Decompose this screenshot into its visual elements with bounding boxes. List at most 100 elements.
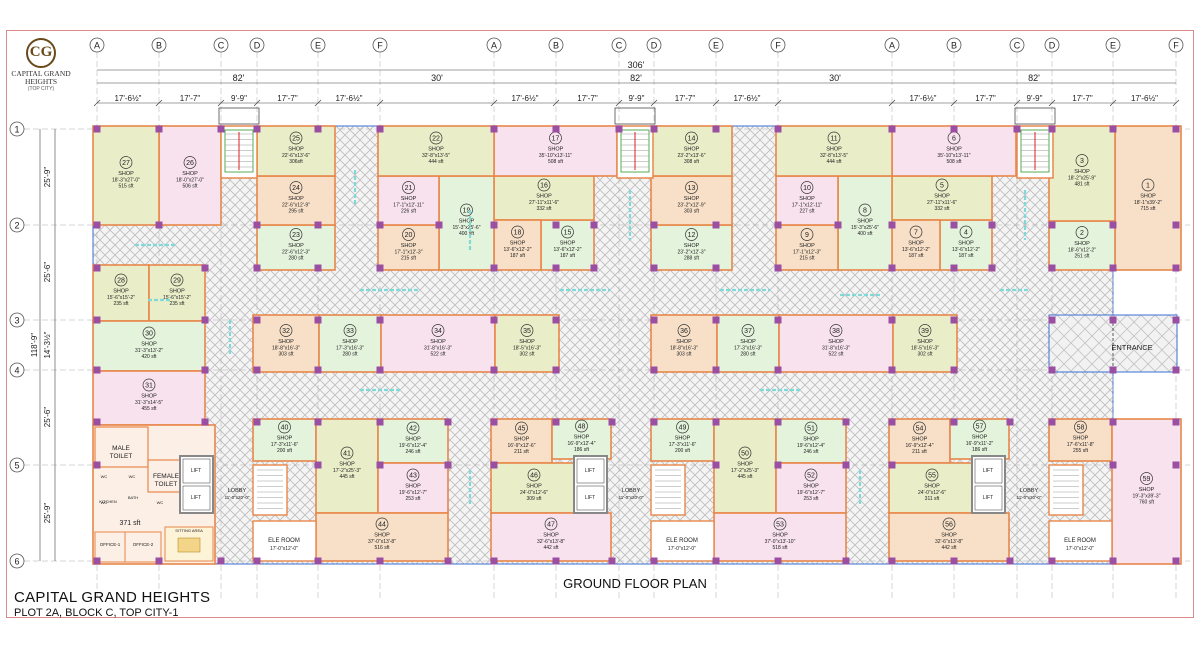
dim-bay: 9'-9" [1027, 94, 1043, 103]
shop-number: 30 [145, 331, 153, 338]
shop-label: SHOP [560, 241, 576, 247]
shop-area: 187 sft [958, 253, 974, 259]
shop-number-badge [942, 517, 956, 531]
shop-size: 18'-8"x16'-3" [272, 346, 300, 352]
brand-monogram: CG [26, 38, 56, 68]
structural-column [435, 221, 443, 229]
shop-area: 303 sft [676, 352, 692, 358]
dim-bay: 17'-6½" [114, 94, 141, 103]
shop-label: SHOP [857, 219, 873, 225]
shop-number: 55 [928, 473, 936, 480]
ele-room [252, 520, 317, 562]
shop-23-outline [256, 224, 336, 271]
structural-column [1172, 557, 1180, 565]
shop-number: 6 [952, 136, 956, 143]
shop-number: 58 [1077, 425, 1085, 432]
shop-area: 187 sft [908, 253, 924, 259]
shop-size: 17'-1"x12'-11" [393, 203, 424, 209]
shop-area: 445 sft [737, 474, 753, 480]
shop-number: 46 [530, 473, 538, 480]
shop-number-badge [575, 419, 588, 433]
shop-label: SHOP [799, 243, 815, 249]
structural-column [1048, 221, 1056, 229]
shop-size: 17'-3"x16'-3" [336, 346, 364, 352]
shop-label: SHOP [514, 437, 530, 443]
shop-number: 1 [1146, 183, 1150, 190]
structural-column [650, 366, 658, 374]
shop-area: 760 sft [1139, 500, 1155, 506]
shop-area: 280 sft [342, 352, 358, 358]
shop-size: 19'-6"x12'-4" [399, 443, 427, 449]
structural-column [490, 221, 498, 229]
structural-column [888, 221, 896, 229]
structural-column [552, 418, 560, 426]
staircase-core [1014, 107, 1056, 179]
shop-number-badge [343, 324, 357, 337]
structural-column [888, 264, 896, 272]
structural-column [93, 461, 101, 469]
grid-label-col: E [1110, 41, 1116, 51]
shop-59-outline [1111, 418, 1182, 565]
shop-area: 215 sft [401, 256, 417, 262]
shop-number-badge [676, 420, 689, 434]
grid-label-col: D [1049, 41, 1056, 51]
structural-column [650, 316, 658, 324]
grid-label-col: D [254, 41, 261, 51]
project-name: CAPITAL GRAND HEIGHTS [14, 589, 211, 606]
shop-label: SHOP [548, 147, 564, 153]
structural-column [712, 125, 720, 133]
structural-column [1048, 125, 1056, 133]
shop-number: 45 [518, 426, 526, 433]
grid-bubble-col [1044, 37, 1060, 53]
shop-size: 18'-3"x27'-0" [112, 178, 140, 184]
grid-label-col: C [218, 41, 225, 51]
grid-label-row: 4 [14, 366, 19, 376]
lift-label: LIFT [983, 495, 993, 501]
shop-size: 31'-8"x16'-3" [822, 346, 850, 352]
shop-19-outline [438, 175, 495, 271]
shop-number-badge [827, 131, 841, 145]
shop-number: 28 [117, 278, 125, 285]
shop-label: SHOP [803, 437, 819, 443]
shop-number-badge [925, 468, 939, 482]
shop-size: 24'-0"x12'-6" [520, 490, 548, 496]
structural-column [590, 264, 598, 272]
shop-number: 35 [523, 328, 531, 335]
grid-bubble-col [646, 37, 662, 53]
shop-number: 11 [830, 136, 837, 143]
shop-area: 255 sft [1073, 448, 1089, 454]
dim-bay: 17'-7" [1072, 94, 1093, 103]
structural-column [552, 221, 560, 229]
dim-row: 25'-9" [43, 503, 52, 524]
female-toilet-room [147, 459, 185, 493]
structural-column [201, 264, 209, 272]
structural-column [217, 125, 225, 133]
structural-column [1172, 316, 1180, 324]
shop-22-outline [377, 125, 495, 177]
lobby-size: 11'-0"x20'-0" [619, 495, 644, 500]
shop-size: 19'-6"x12'-7" [797, 490, 825, 496]
shop-number: 26 [186, 160, 194, 167]
ele-room [650, 520, 715, 562]
shop-number-badge [858, 203, 872, 217]
shop-46-outline [490, 462, 578, 514]
shop-number-badge [959, 225, 973, 239]
shop-number-badge [544, 517, 558, 531]
structural-column [552, 264, 560, 272]
shop-number: 14 [688, 136, 696, 143]
shop-area: 235 sft [113, 301, 129, 307]
structural-column [490, 418, 498, 426]
shop-9-outline [775, 224, 839, 271]
dim-row: 25'-6" [43, 262, 52, 283]
shop-area: 253 sft [405, 496, 421, 502]
structural-column [1048, 264, 1056, 272]
lift-car [576, 485, 605, 511]
